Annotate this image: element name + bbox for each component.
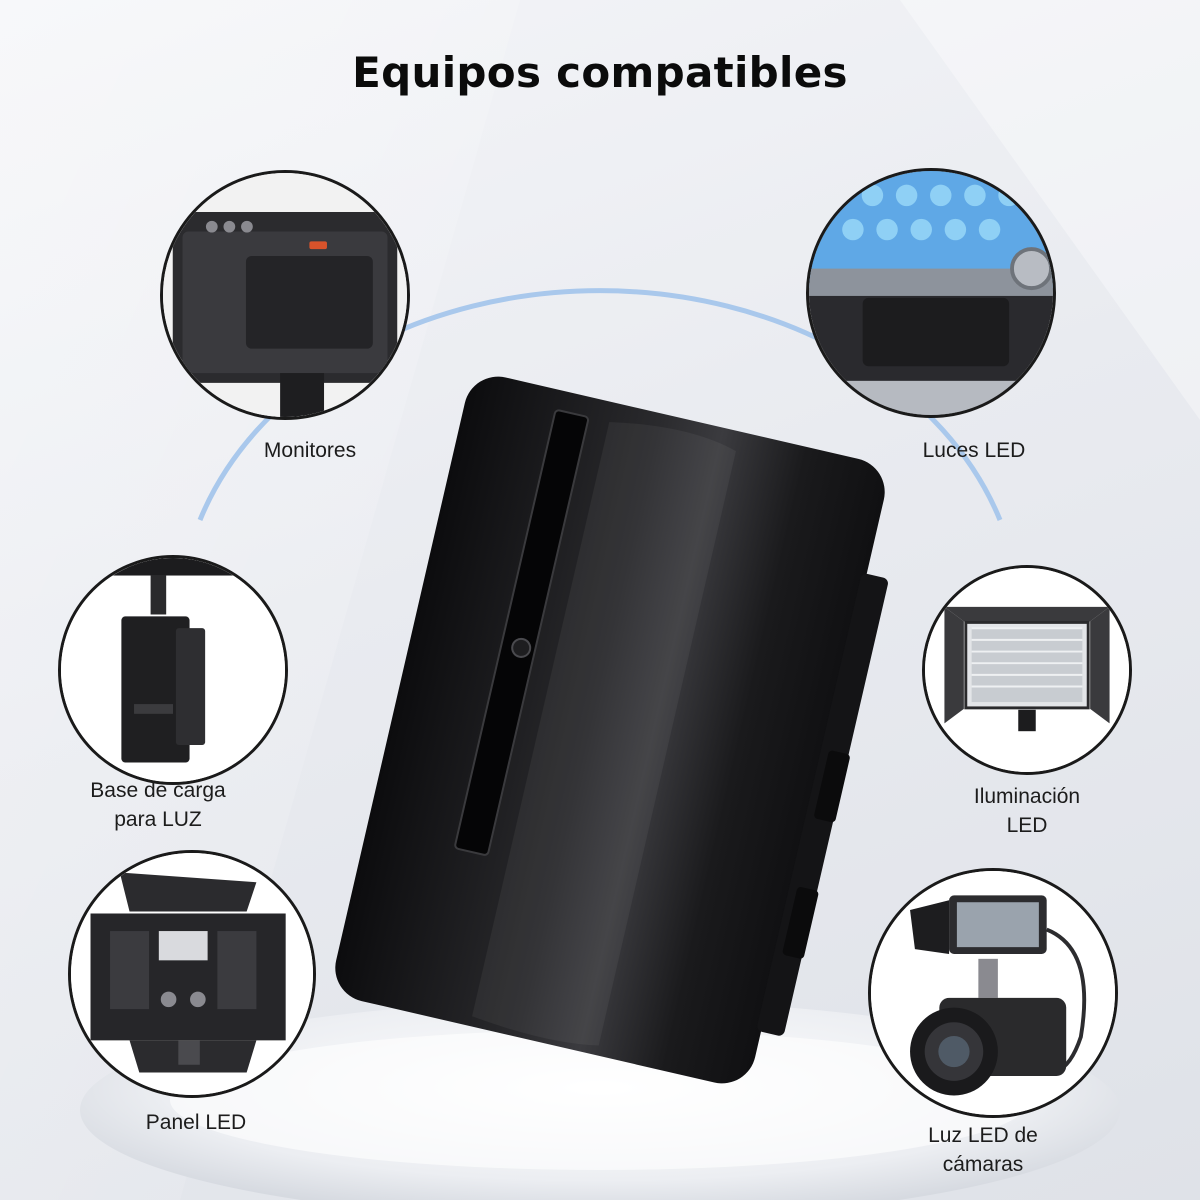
led-panel-circle	[922, 565, 1132, 775]
label-base-carga: Base de carga para LUZ	[43, 776, 273, 834]
label-iluminacion-led: Iluminación LED	[927, 782, 1127, 840]
label-line: para LUZ	[114, 808, 202, 831]
rgb-led-light-icon	[809, 171, 1053, 415]
label-panel-led: Panel LED	[96, 1108, 296, 1137]
led-panel-back-icon	[71, 853, 313, 1095]
label-line: Luz LED de	[928, 1124, 1038, 1147]
label-line: LED	[1006, 814, 1048, 837]
camera-rig-icon	[871, 871, 1115, 1115]
rgb-light-circle	[806, 168, 1056, 418]
label-luz-camaras: Luz LED de cámaras	[883, 1121, 1083, 1179]
battery-plate-icon	[61, 558, 285, 782]
camera-rig-circle	[868, 868, 1118, 1118]
label-line: Iluminación	[973, 785, 1081, 808]
label-line: Base de carga	[90, 779, 226, 802]
monitor-circle	[160, 170, 410, 420]
page-title: Equipos compatibles	[352, 48, 848, 97]
label-line: Luces LED	[922, 439, 1026, 462]
label-luces-led: Luces LED	[874, 436, 1074, 465]
label-line: Panel LED	[145, 1111, 247, 1134]
monitor-icon	[163, 173, 407, 417]
battery-image	[335, 376, 888, 1084]
label-line: cámaras	[942, 1153, 1024, 1176]
panel-led-circle	[68, 850, 316, 1098]
battery-plate-circle	[58, 555, 288, 785]
label-monitores: Monitores	[210, 436, 410, 465]
label-line: Monitores	[263, 439, 357, 462]
led-panel-light-icon	[925, 568, 1129, 772]
